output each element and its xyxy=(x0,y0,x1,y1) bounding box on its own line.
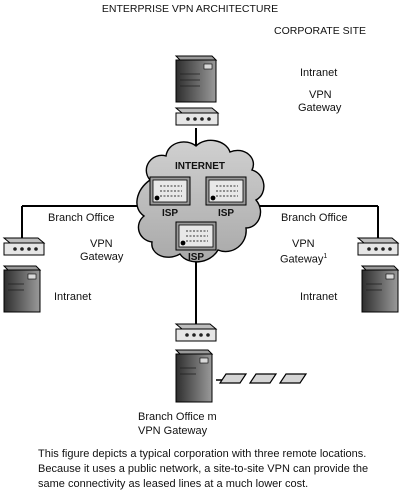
caption-line-1: This figure depicts a typical corporatio… xyxy=(38,448,367,460)
right-gateway-label-line2: Gateway1 xyxy=(280,250,327,267)
internet-label: INTERNET xyxy=(175,161,225,172)
isp-label-right: ISP xyxy=(217,208,235,219)
bottom-gateway-label: VPN Gateway xyxy=(138,425,208,437)
right-gateway-label-line1: VPN xyxy=(292,238,315,250)
isp-label-left: ISP xyxy=(161,208,179,219)
left-server-icon xyxy=(2,265,42,313)
isp-box-right-icon xyxy=(205,176,247,206)
caption-line-3: same connectivity as leased lines at a m… xyxy=(38,478,309,490)
left-intranet-label: Intranet xyxy=(54,291,92,303)
caption-line-2: Because it uses a public network, a site… xyxy=(38,463,369,475)
figure-caption: This figure depicts a typical corporatio… xyxy=(38,447,398,492)
workstation-icons xyxy=(218,373,308,384)
left-gateway-icon xyxy=(2,237,46,256)
isp-box-bottom-icon xyxy=(175,221,217,251)
footnote-marker: 1 xyxy=(323,253,328,260)
right-intranet-label: Intranet xyxy=(300,291,338,303)
left-gateway-label-line1: VPN xyxy=(90,238,113,250)
corporate-gateway-label-line1: VPN xyxy=(309,89,332,101)
bottom-server-icon xyxy=(174,349,214,403)
isp-label-bottom: ISP xyxy=(187,252,205,263)
corporate-gateway-label-line2: Gateway xyxy=(298,102,342,114)
corporate-gateway-icon xyxy=(174,107,220,126)
bottom-gateway-icon xyxy=(174,323,218,342)
workstation-icon-2 xyxy=(248,373,278,384)
figure-title: ENTERPRISE VPN ARCHITECTURE xyxy=(101,3,279,15)
isp-box-left-icon xyxy=(149,176,191,206)
workstation-icon-1 xyxy=(218,373,248,384)
bottom-branch-office-label: Branch Office m xyxy=(138,411,217,423)
right-gateway-icon xyxy=(356,237,400,256)
corporate-intranet-label: Intranet xyxy=(300,67,338,79)
connection-lines xyxy=(21,128,379,324)
left-branch-office-label: Branch Office xyxy=(48,212,115,224)
internet-cloud xyxy=(136,139,265,263)
right-branch-office-label: Branch Office xyxy=(281,212,348,224)
right-server-icon xyxy=(360,265,400,313)
workstation-icon-3 xyxy=(278,373,308,384)
right-gateway-text: Gateway xyxy=(280,253,324,266)
corporate-site-label: CORPORATE SITE xyxy=(274,25,366,37)
corporate-server-icon xyxy=(174,55,218,103)
left-gateway-label-line2: Gateway xyxy=(80,251,124,263)
